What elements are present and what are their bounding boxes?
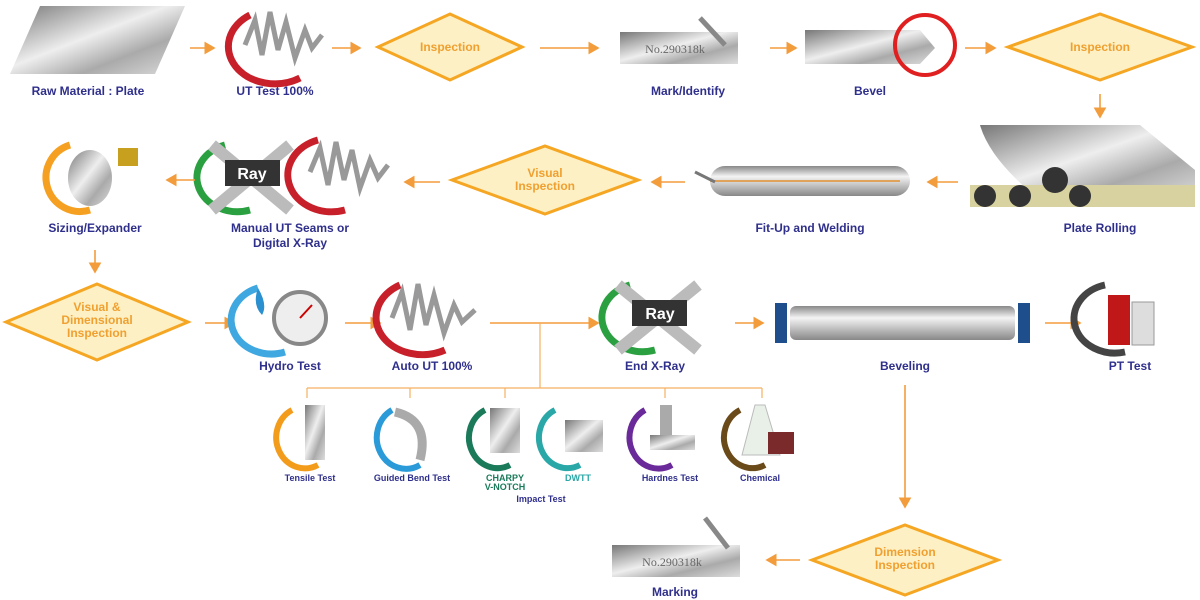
label: Sizing/Expander (48, 221, 142, 235)
step-sizing-expander: Sizing/Expander (42, 141, 142, 235)
xray-ring-icon (598, 281, 656, 356)
pipe-icon (790, 306, 1015, 340)
test-chemical: Chemical (721, 404, 794, 483)
visual-inspection-diamond: Visual Inspection (447, 144, 643, 216)
tensile-specimen-icon (305, 405, 325, 460)
ut-ring-icon (224, 11, 302, 88)
step-auto-ut: Auto UT 100% (372, 281, 477, 373)
label: Hardnes Test (642, 473, 698, 483)
label: Auto UT 100% (392, 359, 473, 373)
hydro-ring-icon (227, 284, 286, 358)
xray-ring-icon (193, 141, 251, 216)
label: Mark/Identify (651, 84, 725, 98)
test-tensile: Tensile Test (273, 405, 336, 483)
label: Beveling (880, 359, 930, 373)
label: DWTT (565, 473, 591, 483)
step-end-xray: Ray End X-Ray (598, 280, 702, 373)
steel-plate-icon (10, 6, 185, 74)
label: Marking (652, 585, 698, 599)
label-line: Inspection (67, 326, 127, 340)
waveform-icon (389, 283, 477, 342)
waveform-icon (242, 11, 324, 67)
rolling-plate-icon (980, 125, 1195, 200)
label: UT Test 100% (236, 84, 313, 98)
xray-icon (632, 300, 687, 326)
step-raw-material: Raw Material : Plate (10, 6, 185, 98)
label-line: V-NOTCH (485, 482, 526, 492)
test-hardness: Hardnes Test (626, 405, 698, 483)
label-line: Visual & (73, 300, 120, 314)
beveled-plate-icon (805, 30, 935, 64)
label-line: Dimension (874, 545, 935, 559)
step-bevel: Bevel (805, 13, 957, 98)
step-beveling: Beveling (775, 303, 1030, 373)
step-manual-ut-xray: Ray Manual UT Seams or Digital X-Ray (193, 136, 390, 250)
label-line: Manual UT Seams or (231, 221, 349, 235)
welding-torch-icon (694, 170, 716, 184)
bend-specimen-icon (393, 407, 427, 462)
label-line: Inspection (515, 179, 575, 193)
label: End X-Ray (625, 359, 685, 373)
label: Inspection (420, 40, 480, 54)
label: Raw Material : Plate (32, 84, 145, 98)
step-pt-test: PT Test (1070, 281, 1155, 373)
step-fit-up-welding: Fit-Up and Welding (694, 166, 910, 235)
label: PT Test (1109, 359, 1151, 373)
stamp-tool-icon (698, 16, 727, 47)
xray-badge: Ray (645, 306, 674, 323)
step-mark-identify: No.290318k Mark/Identify (620, 16, 738, 98)
label: Chemical (740, 473, 780, 483)
impact-test-label: Impact Test (516, 494, 565, 504)
expander-icon (68, 150, 112, 206)
label-line: CHARPY (486, 473, 524, 483)
highlight-circle-icon (893, 13, 957, 77)
label-line: Inspection (875, 558, 935, 572)
xray-badge: Ray (237, 166, 266, 183)
ut-ring-icon (284, 136, 346, 216)
label: Guided Bend Test (374, 473, 450, 483)
marked-plate-icon (612, 545, 740, 577)
dwtt-specimen-icon (565, 420, 603, 452)
water-drop-icon (255, 288, 265, 315)
test-dwtt: DWTT (536, 407, 603, 483)
label: Hydro Test (259, 359, 321, 373)
visual-dimensional-diamond: Visual & Dimensional Inspection (2, 282, 192, 362)
label-line: Digital X-Ray (253, 236, 327, 250)
label: Inspection (1070, 40, 1130, 54)
label: Fit-Up and Welding (755, 221, 864, 235)
label-line: Dimensional (61, 313, 132, 327)
test-charpy: CHARPY V-NOTCH (466, 407, 526, 492)
hardness-indenter-icon (660, 405, 672, 435)
test-guided-bend: Guided Bend Test (374, 407, 450, 483)
plate-text: No.290318k (642, 555, 702, 569)
inspection-diamond-1: Inspection (374, 12, 526, 82)
label: Bevel (854, 84, 886, 98)
xray-icon (225, 160, 280, 186)
ut-ring-icon (372, 281, 447, 359)
label-line: Visual (527, 166, 562, 180)
pt-spray-can-icon (1108, 295, 1130, 345)
step-marking: No.290318k Marking (612, 516, 740, 599)
stamp-tool-icon (703, 516, 730, 550)
charpy-specimen-icon (490, 408, 520, 453)
step-hydro-test: Hydro Test (227, 284, 328, 373)
label: Tensile Test (285, 473, 336, 483)
step-plate-rolling: Plate Rolling (970, 125, 1195, 235)
expander-ring-icon (42, 141, 92, 215)
plate-text: No.290318k (645, 42, 705, 56)
label: Plate Rolling (1064, 221, 1137, 235)
waveform-icon (307, 139, 390, 198)
inspection-diamond-2: Inspection (1003, 12, 1197, 82)
dimension-inspection-diamond: Dimension Inspection (807, 523, 1003, 597)
step-ut-test: UT Test 100% (224, 11, 324, 98)
test-branch-connector (306, 387, 763, 398)
